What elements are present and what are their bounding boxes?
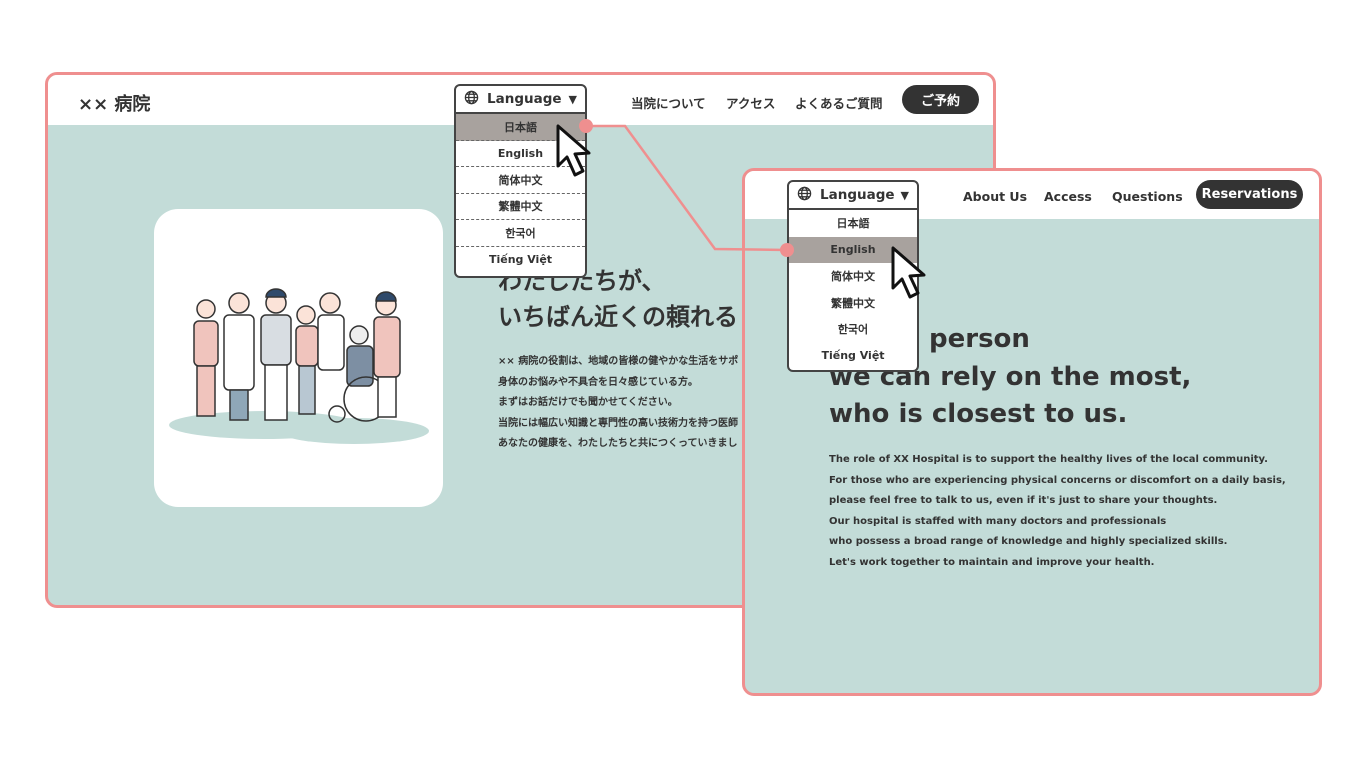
body-line: Our hospital is staffed with many doctor… [829,516,1167,527]
language-dropdown-ja[interactable]: Language ▼ 日本語 English 简体中文 繁體中文 한국어 Tiế… [454,84,587,278]
language-option-vi[interactable]: Tiếng Việt [488,253,553,267]
reserve-button[interactable]: ご予約 [902,85,979,114]
illustration-card [154,209,443,507]
logo[interactable]: ×× 病院 [78,94,151,115]
language-option-ja[interactable]: 日本語 [456,114,585,141]
language-option-en[interactable]: English [456,141,585,167]
language-option-ko[interactable]: 한국어 [837,323,869,337]
reservations-button[interactable]: Reservations [1196,180,1303,209]
nav-about-us[interactable]: About Us [963,189,1028,204]
language-option-zh-hans[interactable]: 简体中文 [831,270,875,284]
caret-down-icon: ▼ [568,92,577,106]
language-dropdown-en[interactable]: Language ▼ 日本語 English 简体中文 繁體中文 한국어 Tiế… [787,180,919,372]
language-option-zh-hans[interactable]: 简体中文 [456,167,585,194]
language-select[interactable]: Language ▼ [456,86,585,114]
nav-access[interactable]: アクセス [726,96,776,111]
globe-icon [464,90,479,109]
body-line: The role of XX Hospital is to support th… [829,454,1268,465]
body-line: あなたの健康を、わたしたちと共につくっていきまし [498,438,738,449]
language-label: Language [820,187,895,203]
headline-line-1: person [929,324,1030,354]
language-option-en[interactable]: English [789,236,917,263]
language-select[interactable]: Language ▼ [789,182,917,210]
nav-questions[interactable]: Questions [1112,189,1183,204]
language-option-zh-hant[interactable]: 繁體中文 [456,194,585,220]
body-line: please feel free to talk to us, even if … [829,495,1218,506]
staff-illustration [169,288,429,444]
language-option-vi[interactable]: Tiếng Việt [821,349,885,363]
body-line: Let's work together to maintain and impr… [829,557,1155,568]
caret-down-icon: ▼ [900,188,909,202]
body-line: まずはお話だけでも聞かせてください。 [498,397,678,408]
headline-line-2: いちばん近くの頼れる [498,303,738,331]
language-option-ko[interactable]: 한국어 [456,220,585,247]
body-line: who possess a broad range of knowledge a… [829,536,1228,547]
body-line: 当院には幅広い知識と専門性の高い技術力を持つ医師 [498,418,738,429]
headline-line-3: who is closest to us. [829,399,1128,429]
nav-about[interactable]: 当院について [631,96,706,111]
language-option-ja[interactable]: 日本語 [836,217,870,231]
body-line: For those who are experiencing physical … [829,475,1286,486]
globe-icon [797,186,812,205]
nav-faq[interactable]: よくあるご質問 [795,96,883,111]
body-line: ×× 病院の役割は、地域の皆様の健やかな生活をサポ [498,356,739,367]
language-option-zh-hant[interactable]: 繁體中文 [831,296,875,310]
language-label: Language [487,91,562,107]
nav-access[interactable]: Access [1044,189,1092,204]
body-line: 身体のお悩みや不具合を日々感じている方。 [498,377,698,388]
